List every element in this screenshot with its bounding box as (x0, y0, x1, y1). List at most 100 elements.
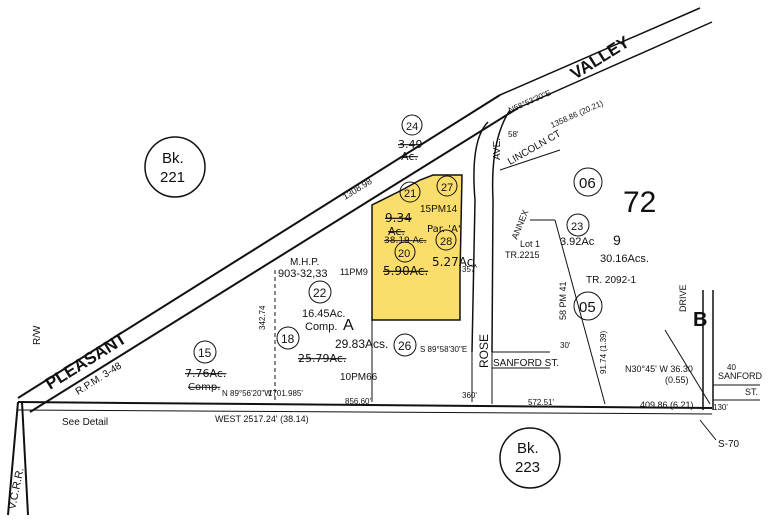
parcel-circle-21[interactable] (399, 181, 421, 203)
road-ave: AVE. (492, 138, 503, 160)
area-22: 16.45Ac. (302, 308, 345, 320)
road-rw: R/W (32, 325, 43, 345)
parcel-line-lincoln (499, 149, 561, 171)
parcel-num-05: 05 (579, 299, 596, 316)
bearing-n30: N30°45' W 36.30 (625, 364, 693, 374)
road-sanford-right-1: SANFORD (718, 371, 763, 381)
book-223-number: 223 (515, 459, 540, 476)
area-24: 3.49 (398, 138, 423, 151)
bearing-d91: 91.74 (1.39) (599, 331, 608, 374)
bearing-d357: 357' (462, 265, 477, 274)
rose-ave-line-right (491, 109, 511, 353)
area-22-comp: Comp. (305, 321, 337, 333)
parcel-num-22: 22 (313, 286, 327, 300)
parcel-circle-27[interactable] (436, 175, 458, 197)
ref-pm58: 58 PM 41 (558, 281, 568, 320)
parcel-num-23: 23 (571, 221, 583, 233)
lot-9: 9 (613, 232, 621, 248)
area-21-unit: Ac. (388, 225, 405, 238)
road-rose: ROSE (477, 334, 491, 368)
parcel-circle-28[interactable] (435, 229, 457, 251)
parcel-circle-15[interactable] (193, 340, 217, 364)
area-21: 9.34 (385, 211, 412, 225)
bearing-d40: 40 (727, 363, 736, 372)
parcel-num-06: 06 (579, 175, 596, 192)
ref-mhp-num: 903-32,33 (278, 268, 328, 280)
road-sanford-st: SANFORD ST. (493, 358, 559, 369)
parcel-circle-06[interactable] (573, 167, 603, 197)
parcel-num-21: 21 (404, 188, 416, 200)
pleasant-valley-road-line-1 (17, 94, 501, 399)
tract-boundary-diagonal (554, 219, 606, 405)
parcel-num-20: 20 (398, 248, 410, 260)
parcel-num-27: 27 (441, 182, 453, 194)
bearing-n89-right: S 89°58'30"E (420, 345, 467, 354)
road-drive: DRIVE (678, 284, 688, 312)
area-24-unit: Ac. (401, 150, 418, 163)
area-lot-9: 30.16Acs. (600, 253, 649, 265)
book-223-prefix: Bk. (517, 440, 539, 457)
bearing-n89-left: N 89°56'20"W (222, 389, 272, 398)
sheet-number-72: 72 (623, 186, 656, 219)
ref-tr2092: TR. 2092-1 (586, 275, 636, 286)
parcel-circle-23[interactable] (566, 213, 590, 237)
area-15-comp: Comp. (188, 382, 220, 393)
road-vcrr: V.C.R.R. (6, 467, 27, 511)
rose-ave-line-left (471, 121, 489, 353)
bearing-d130: 130' (713, 403, 728, 412)
parcel-num-24: 24 (406, 121, 418, 133)
west-boundary-line (17, 401, 713, 409)
parcel-circle-26[interactable] (393, 333, 417, 357)
rail-line-1 (7, 401, 19, 516)
parcel-circle-18[interactable] (276, 326, 300, 350)
bearing-d342: 342.74 (258, 305, 267, 330)
west-boundary-line-lower (17, 409, 713, 415)
bearing-d58: 58' (508, 130, 519, 139)
parcel-circle-24[interactable] (401, 114, 423, 136)
area-23: 3.92Ac (560, 236, 595, 248)
bearing-west-line: WEST 2517.24' (38.14) (215, 414, 309, 424)
bearing-n30-paren: (0.55) (665, 375, 689, 385)
bearing-d360: 360' (462, 391, 477, 400)
ref-see-detail[interactable]: See Detail (62, 417, 108, 428)
bearing-d572: 572.51' (528, 398, 554, 407)
highlighted-parcel[interactable] (371, 174, 463, 321)
parcel-num-18: 18 (281, 332, 295, 346)
ref-pm66: 10PM66 (340, 372, 378, 383)
area-18: 25.79Ac. (298, 352, 346, 365)
valley-road-lower (517, 21, 713, 109)
book-221-prefix: Bk. (162, 150, 184, 167)
parcel-num-28: 28 (440, 236, 452, 248)
parcel-circle-20[interactable] (394, 241, 416, 263)
area-a: 29.83Acs. (335, 337, 388, 351)
ref-pm14: 15PM14 (420, 204, 458, 215)
bearing-d856: 856.60' (345, 397, 371, 406)
par-a: Par. 'A' (427, 224, 461, 235)
bearing-d1701: 1701.985' (268, 389, 303, 398)
book-223-circle[interactable] (499, 427, 561, 489)
ref-s70[interactable]: S-70 (718, 439, 740, 450)
valley-road-upper (499, 7, 701, 96)
bearing-pleasant-dist: 1308.98 (341, 176, 374, 202)
rail-line-2 (21, 401, 29, 516)
book-221-circle[interactable] (144, 136, 206, 198)
bearing-valley-dist: 1358.86 (20.21) (549, 98, 605, 129)
lot-1: Lot 1 (520, 239, 540, 249)
parcel-num-15: 15 (198, 346, 212, 360)
parcel-circles (193, 114, 603, 364)
ref-tr2215: TR.2215 (505, 250, 540, 260)
book-221-number: 221 (160, 169, 185, 186)
bearing-d30: 30' (560, 341, 571, 350)
area-28: 5.27Ac. (432, 255, 477, 269)
pleasant-valley-road-line-2 (29, 107, 519, 413)
ref-mhp: M.H.P. (290, 257, 319, 268)
road-sanford-right-2: ST. (745, 387, 758, 397)
ref-pm9: 11PM9 (340, 267, 368, 277)
lot-a: A (343, 317, 354, 334)
parcel-num-26: 26 (398, 339, 412, 353)
parcel-circle-05[interactable] (573, 291, 603, 321)
parcel-circle-22[interactable] (308, 280, 332, 304)
bearing-valley-upper: N58°53'30"E (507, 88, 552, 115)
road-valley: VALLEY (567, 32, 633, 83)
